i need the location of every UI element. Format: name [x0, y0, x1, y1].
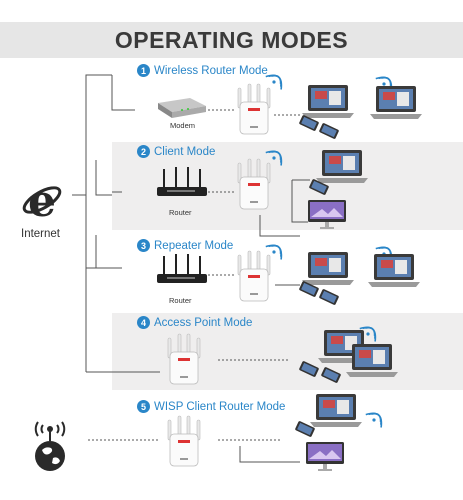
- wifi-signal-icon: [264, 145, 288, 167]
- wifi-signal-icon: [264, 69, 288, 91]
- globe-antenna-icon: [34, 421, 66, 471]
- modem-device: [158, 98, 206, 118]
- internet-label: Internet: [21, 228, 60, 240]
- repeater-device: [237, 158, 271, 210]
- repeater-device: [237, 83, 271, 135]
- mode-5-title: 5 WISP Client Router Mode: [137, 400, 285, 413]
- tablet-device: [318, 288, 340, 306]
- desktop-monitor-device: [308, 200, 346, 229]
- ie-logo-icon: e: [22, 176, 62, 227]
- tablet-device: [320, 366, 342, 384]
- laptop-device: [370, 86, 422, 119]
- router-caption: Router: [169, 208, 192, 217]
- mode-number-badge: 3: [137, 239, 150, 252]
- mode-3-title: 3 Repeater Mode: [137, 239, 233, 252]
- mode-number-badge: 1: [137, 64, 150, 77]
- laptop-device: [346, 344, 398, 377]
- mode-label: Client Mode: [154, 145, 216, 158]
- mode-2-band: [112, 142, 463, 230]
- mode-number-badge: 4: [137, 316, 150, 329]
- phone-device: [298, 360, 320, 378]
- repeater-device: [167, 333, 201, 385]
- mode-number-badge: 5: [137, 400, 150, 413]
- wifi-signal-icon: [364, 407, 388, 429]
- mode-2-title: 2 Client Mode: [137, 145, 215, 158]
- wisp-source-node: [30, 414, 70, 477]
- laptop-device: [368, 254, 420, 287]
- mode-1-title: 1 Wireless Router Mode: [137, 64, 268, 77]
- laptop-device: [316, 150, 368, 183]
- mode-label: Access Point Mode: [154, 316, 253, 329]
- router-device: [157, 254, 207, 283]
- page-title: OPERATING MODES: [114, 26, 349, 53]
- desktop-monitor-device: [306, 442, 344, 471]
- internet-node: e: [22, 176, 62, 227]
- header-banner: OPERATING MODES: [0, 22, 463, 58]
- modem-caption: Modem: [170, 121, 196, 130]
- laptop-device: [302, 252, 354, 285]
- router-caption: Router: [169, 296, 192, 305]
- mode-label: Wireless Router Mode: [154, 64, 268, 77]
- mode-4-title: 4 Access Point Mode: [137, 316, 252, 329]
- laptop-device: [302, 85, 354, 118]
- mode-label: WISP Client Router Mode: [154, 400, 286, 413]
- repeater-device: [237, 250, 271, 302]
- repeater-device: [167, 415, 201, 467]
- tablet-device: [318, 122, 340, 140]
- laptop-device: [310, 394, 362, 427]
- mode-label: Repeater Mode: [154, 239, 234, 252]
- router-device: [157, 167, 207, 196]
- mode-number-badge: 2: [137, 145, 150, 158]
